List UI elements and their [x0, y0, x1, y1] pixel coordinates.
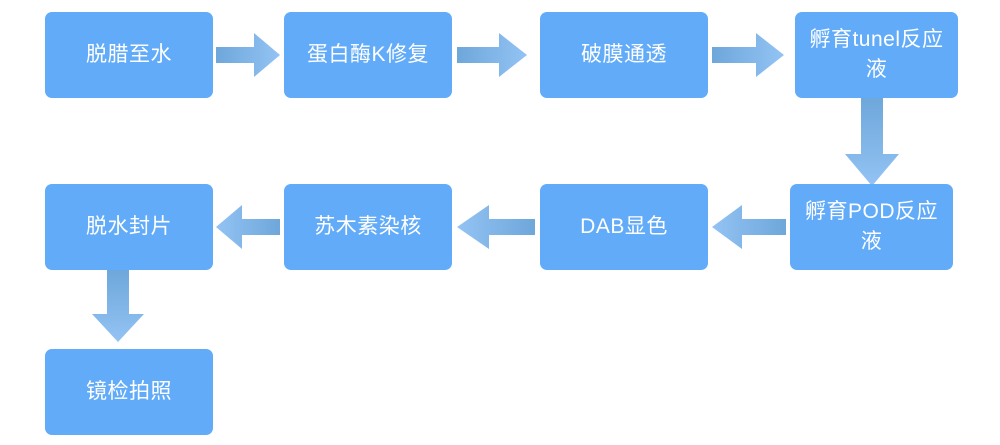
- arrow-down-n4-n5: [845, 98, 899, 186]
- flow-node-jingjian-paizhao[interactable]: 镜检拍照: [45, 349, 213, 435]
- arrow-right-n2-n3: [457, 33, 527, 77]
- flow-node-tuola-zhishui[interactable]: 脱腊至水: [45, 12, 213, 98]
- flow-node-sumusu-ranhe[interactable]: 苏木素染核: [284, 184, 452, 270]
- arrow-left-n7-n8: [216, 205, 280, 249]
- flow-node-tuoshui-fengpian[interactable]: 脱水封片: [45, 184, 213, 270]
- arrow-right-n3-n4: [712, 33, 784, 77]
- arrow-down-n8-n9: [92, 270, 144, 342]
- arrow-left-n6-n7: [457, 205, 535, 249]
- arrow-left-n5-n6: [712, 205, 786, 249]
- flow-node-pomo-tongtou[interactable]: 破膜通透: [540, 12, 708, 98]
- flow-node-fuyu-tunel-fanyingye[interactable]: 孵育tunel反应液: [795, 12, 958, 98]
- flow-node-fuyu-pod-fanyingye[interactable]: 孵育POD反应液: [790, 184, 953, 270]
- flow-node-danbaimei-k-xiufu[interactable]: 蛋白酶K修复: [284, 12, 452, 98]
- flow-node-dab-xiangse[interactable]: DAB显色: [540, 184, 708, 270]
- arrow-right-n1-n2: [216, 33, 280, 77]
